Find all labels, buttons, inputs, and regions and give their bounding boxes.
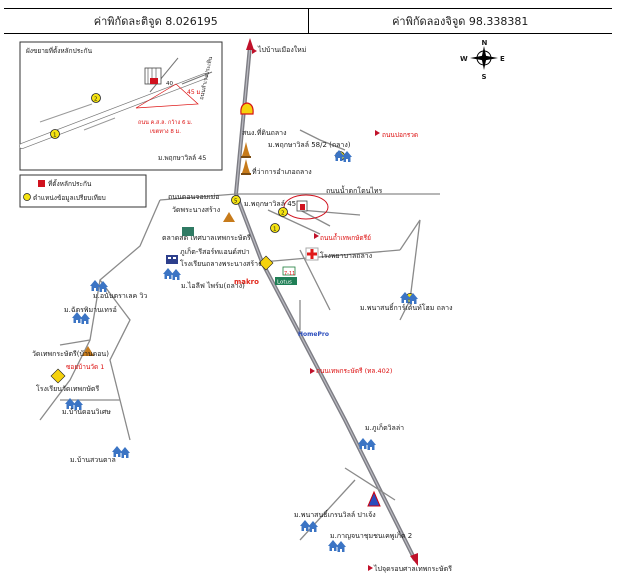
label-school-thep: โรงเรียนวัดเทพกษัตรี: [36, 384, 99, 393]
school-warning-icon: [258, 255, 274, 271]
comparable-marker-1[interactable]: 1: [270, 223, 280, 233]
label-panason: ม.พนาสนธิ์เกรนวิลล์ ปาเจ้ง: [294, 509, 376, 519]
label-wat-thep: วัดเทพกระษัตรี(บ้านดอน): [32, 350, 109, 358]
label-chatwarin: ม.ฉัตรพิมานเทรอ์: [64, 306, 117, 314]
wat-thep-icon: [82, 346, 94, 356]
resort-icon: [166, 255, 178, 264]
village-kanda-icon: [328, 540, 346, 552]
label-ban-don-village: ม.บ้านดอนวิเศษ: [62, 408, 111, 416]
gas-station-icon: [367, 490, 381, 507]
inset-dim-road: 45 ม.: [187, 89, 202, 96]
legend-comparable: ตำแหน่งข้อมูลเปรียบเทียบ: [33, 194, 106, 202]
svg-text:2: 2: [281, 211, 285, 217]
shell-icon: [240, 102, 254, 115]
comparable-legend-swatch: [23, 193, 31, 201]
label-mo-home: ม.พนาสนธิ์การ์เด้นท์โฮม ถลาง: [360, 302, 453, 312]
map-labels: ไปบ้านเมืองใหม่ สนง.ที่ดินถลาง ม.พฤกษาวิ…: [32, 45, 453, 573]
label-road-bo-krat: ถนนบ่อกรวด: [382, 131, 418, 139]
label-top-road: ไปบ้านเมืองใหม่: [257, 45, 306, 54]
label-lotus: Lotus: [277, 280, 292, 286]
comparable-marker-2[interactable]: 2: [278, 207, 288, 217]
district-office-icon: [241, 159, 251, 175]
main-highway: [233, 38, 418, 566]
label-road-soi1: ซอยบ้านวัด 1: [66, 363, 104, 371]
label-seven-eleven: 7-11: [284, 271, 295, 277]
seven-eleven-icon: [282, 266, 296, 276]
latitude-label: ค่าพิกัดละติจูด 8.026195: [93, 15, 218, 28]
village-anuthara-icon: [90, 280, 108, 292]
label-road-hospital: ถนนถ้ำเทพกษัตรีย์: [320, 233, 371, 242]
village-pruksa58-icon: [334, 150, 352, 162]
compass-s: S: [482, 73, 487, 81]
market-icon: [182, 227, 194, 236]
inset-village: ม.พฤกษาวิลล์ 45: [158, 154, 206, 162]
longitude-label: ค่าพิกัดลองจิจูด 98.338381: [307, 9, 613, 33]
label-makro: makro: [234, 278, 259, 286]
label-my-life: ม.ไอลีฟ ไพร์ม(ถลาง): [181, 281, 245, 290]
inset-title: ผังขยายที่ตั้งหลักประกัน: [26, 46, 93, 55]
compass-e: E: [500, 55, 505, 63]
inset-marker-1: 1: [53, 133, 57, 139]
label-pruksa58: ม.พฤกษาวิลล์ 58/2 (ถลาง): [268, 141, 351, 149]
inset-map: ผังขยายที่ตั้งหลักประกัน 40 45 ม. ถนน ค.…: [19, 41, 223, 171]
label-anuthara: ม.อนันตราเลค วิว: [93, 292, 147, 300]
label-phuket-resort: ภูเก็ต-รีสอร์ทแอนด์สปา: [180, 247, 250, 256]
label-market: ตลาดสด เทศบาลเทพกระษัตรี: [162, 234, 251, 242]
village-phuketvilla-icon: [358, 438, 376, 450]
label-phuket-villa: ม.ภูเก็ตวิลล่า: [365, 423, 404, 432]
label-road-don-jorm: ถนนดอนจอมเม่อ: [168, 193, 219, 201]
label-pruksa45: ม.พฤกษาวิลล์ 45: [244, 200, 296, 208]
svg-text:1: 1: [273, 227, 277, 233]
north-arrow-icon: [246, 38, 254, 50]
collateral-location[interactable]: [283, 194, 329, 220]
comparable-marker-5[interactable]: 5: [231, 195, 241, 205]
label-district-office: ที่ว่าการอำเภอถลาง: [252, 167, 312, 176]
inset-road-desc-1: ถนน ค.ส.ล. กว้าง 6 ม.: [138, 119, 193, 126]
coordinate-header: ค่าพิกัดละติจูด 8.026195 ค่าพิกัดลองจิจู…: [4, 8, 612, 34]
wat-phra-nang-icon: [223, 212, 235, 222]
label-wat-phra-nang: วัดพระนางสร้าง: [172, 206, 220, 214]
inset-road-desc-2: เขตทาง 8 ม.: [150, 129, 181, 135]
label-hospital: โรงพยาบาลถลาง: [320, 251, 372, 260]
label-ban-suan: ม.บ้านสวนตาล: [70, 456, 116, 464]
legend: ที่ตั้งหลักประกัน ตำแหน่งข้อมูลเปรียบเที…: [19, 174, 147, 208]
label-school-phra-nang: โรงเรียนถลางพระนางสร้าง: [180, 259, 262, 268]
hospital-icon: [305, 247, 319, 261]
label-road-thep-409: ถนนเทพกระษัตรี (ทล.402): [316, 367, 392, 375]
label-to-phuket: ไปจุดรอบศาลเทพกระษัตรี: [373, 564, 452, 573]
label-shell: สนง.ที่ดินถลาง: [242, 128, 287, 137]
lotus-icon: [275, 277, 297, 285]
label-home-pro: HomePro: [298, 331, 329, 338]
label-road-nam-tok: ถนนน้ำตกโตนไทร: [326, 184, 383, 195]
svg-text:5: 5: [234, 199, 238, 205]
label-kanda: ม.กาญจนาชุมชนเคพูเก็ต 2: [330, 531, 412, 540]
school-thep-warning-icon: [50, 368, 66, 384]
inset-plot-no: 40: [166, 81, 173, 87]
compass-w: W: [460, 55, 468, 63]
collateral-legend-swatch: [38, 180, 45, 187]
compass-n: N: [482, 39, 488, 47]
compass-rose-icon: N S E W: [460, 39, 505, 81]
legend-collateral: ที่ตั้งหลักประกัน: [48, 179, 92, 188]
south-arrow-icon: [410, 553, 418, 566]
inset-marker-2: 2: [94, 97, 98, 103]
village-mylife-icon: [163, 268, 181, 280]
road-network: [39, 129, 440, 541]
road-markers: [252, 48, 380, 571]
